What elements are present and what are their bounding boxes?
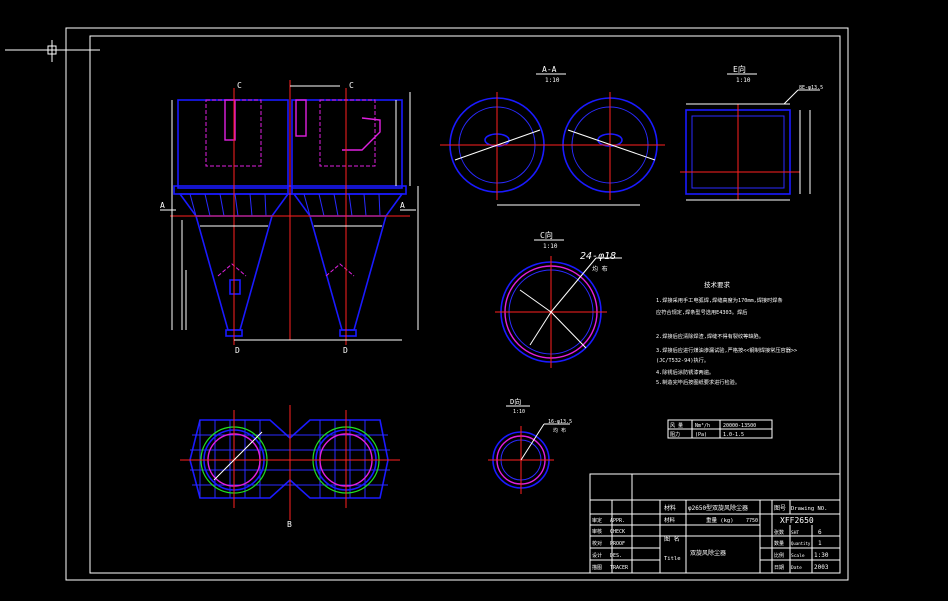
title-label: 图 名 bbox=[664, 535, 680, 543]
qty-en: Quantity bbox=[791, 541, 811, 546]
holes-24-callout: 24-φ18 bbox=[580, 251, 616, 262]
view-e: E向 1:10 8E-φ13.5 bbox=[680, 64, 823, 201]
drawing-no: XFF2650 bbox=[780, 516, 814, 525]
section-d-left: D bbox=[235, 346, 240, 355]
holes-e-callout: 8E-φ13.5 bbox=[799, 85, 823, 91]
role-en: TRACER bbox=[610, 565, 629, 571]
tech-note-line: (JC/T532-94)执行。 bbox=[656, 356, 709, 364]
view-c-scale: 1:10 bbox=[543, 243, 558, 250]
scale-en: Scale bbox=[791, 553, 805, 559]
date-en: Date bbox=[791, 565, 802, 571]
tech-note-line: 5.制造完毕后按图纸要求进行检验。 bbox=[656, 378, 740, 386]
param-table: 风 量 Nm³/h 20000-13500 阻力 (Pa) 1.0-1.5 bbox=[667, 419, 773, 439]
tech-notes: 技术要求 1.焊接采用手工电弧焊,焊缝高度为170mm,焊接时焊条 应符合规定,… bbox=[656, 280, 797, 386]
code-label-en: Drawing NO. bbox=[791, 506, 827, 512]
section-c-right: C bbox=[349, 81, 354, 90]
param-cell: Nm³/h bbox=[695, 423, 710, 429]
holes-16-callout: 16-φ13.5 bbox=[548, 419, 572, 425]
tech-note-line: 4.除锈后涂防锈漆两遍。 bbox=[656, 368, 714, 376]
role-en: CHECK bbox=[610, 529, 625, 535]
sheet-label: 张数 bbox=[774, 529, 784, 536]
view-c: C向 1:10 24-φ18 均 布 bbox=[495, 230, 622, 368]
role-cn: 审核 bbox=[592, 528, 602, 535]
front-elevation: C C D D A A bbox=[160, 80, 419, 355]
role-cn: 描图 bbox=[592, 564, 602, 571]
view-aa-title: A-A bbox=[542, 65, 557, 74]
title-cn: 双旋风除尘器 bbox=[690, 549, 726, 557]
view-c-title: C向 bbox=[540, 230, 553, 240]
sheet-en: SHT bbox=[791, 530, 799, 536]
view-e-scale: 1:10 bbox=[736, 77, 751, 84]
date-value: 2003 bbox=[814, 564, 829, 571]
drawing-name: φ2650型双旋风除尘器 bbox=[688, 504, 748, 512]
param-cell: 阻力 bbox=[670, 431, 680, 438]
section-a-right: A bbox=[400, 201, 405, 210]
param-cell: 20000-13500 bbox=[723, 423, 756, 429]
section-a-left: A bbox=[160, 201, 165, 210]
holes-24-sub: 均 布 bbox=[592, 265, 608, 273]
weight-label: 重量 (kg) bbox=[706, 516, 734, 524]
drawing-frame bbox=[5, 27, 849, 581]
section-b: B bbox=[287, 520, 292, 529]
role-en: PROOF bbox=[610, 541, 625, 547]
sheet-value: 6 bbox=[818, 529, 822, 536]
view-d: D向 1:10 16-φ13.5 均 布 bbox=[488, 397, 572, 494]
param-cell: 风 量 bbox=[670, 422, 683, 429]
view-d-title: D向 bbox=[510, 397, 521, 406]
tech-note-line: 2.焊接后应清除焊渣,焊缝不得有裂纹等缺陷。 bbox=[656, 332, 764, 340]
plan-view: B bbox=[180, 405, 400, 529]
scale-value: 1:30 bbox=[814, 552, 829, 559]
role-en: DES. bbox=[610, 553, 622, 559]
weight-value: 7750 bbox=[746, 518, 758, 524]
section-c-left: C bbox=[237, 81, 242, 90]
tech-note-line: 应符合规定,焊条型号选用E4303。焊后 bbox=[656, 308, 747, 316]
view-aa: A-A 1:10 bbox=[440, 65, 665, 206]
scale-label: 比例 bbox=[774, 552, 784, 559]
param-cell: 1.0-1.5 bbox=[723, 432, 744, 438]
tech-notes-title: 技术要求 bbox=[704, 280, 731, 289]
title-label-en: Title bbox=[664, 556, 681, 562]
view-e-title: E向 bbox=[733, 64, 746, 74]
code-label: 图号 bbox=[774, 505, 786, 512]
role-en: APPR. bbox=[610, 518, 625, 524]
material-label-2: 材料 bbox=[664, 516, 676, 524]
role-cn: 校对 bbox=[592, 540, 602, 547]
holes-16-sub: 均 布 bbox=[553, 427, 566, 434]
role-cn: 审定 bbox=[592, 517, 602, 524]
view-aa-scale: 1:10 bbox=[545, 77, 560, 84]
qty-value: 1 bbox=[818, 540, 822, 547]
tech-note-line: 3.焊接后应进行煤油渗漏试验,严格按<<钢制焊接常压容器>> bbox=[656, 346, 797, 354]
date-label: 日期 bbox=[774, 565, 784, 571]
material-label: 材料 bbox=[664, 504, 676, 512]
param-cell: (Pa) bbox=[695, 432, 707, 438]
section-d-right: D bbox=[343, 346, 348, 355]
role-cn: 设计 bbox=[592, 552, 602, 559]
tech-note-line: 1.焊接采用手工电弧焊,焊缝高度为170mm,焊接时焊条 bbox=[656, 296, 783, 304]
view-d-scale: 1:10 bbox=[513, 409, 525, 415]
qty-label: 数量 bbox=[774, 540, 784, 547]
title-block: 材料 φ2650型双旋风除尘器 图号 Drawing NO. 材料 重量 (kg… bbox=[589, 473, 841, 574]
